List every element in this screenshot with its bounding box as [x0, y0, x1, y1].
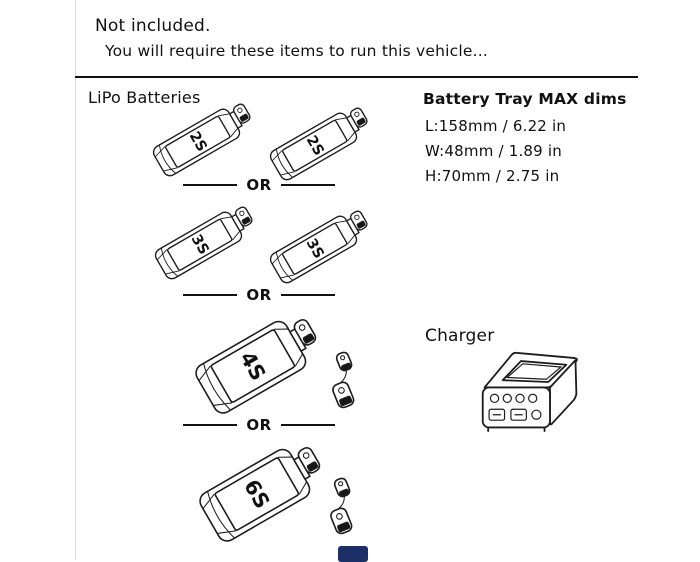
lipo-batteries-label: LiPo Batteries [88, 88, 201, 107]
battery-6s-illustration: 6S [199, 447, 321, 542]
brand-mark [338, 546, 368, 562]
requirement-note: You will require these items to run this… [105, 42, 489, 60]
loose-connector-illustration-1 [332, 351, 355, 409]
or-line-left [183, 294, 238, 296]
battery-tray-dims-title: Battery Tray MAX dims [423, 90, 627, 108]
or-line-right [280, 294, 335, 296]
header-divider [75, 76, 638, 78]
battery-2s-illustration-1: 2S [152, 103, 251, 177]
tray-dim-length: L:158mm / 6.22 in [425, 117, 567, 135]
or-label: OR [246, 286, 272, 304]
page-edge-line [75, 0, 76, 560]
tray-dim-width: W:48mm / 1.89 in [425, 142, 562, 160]
or-separator-1: OR [183, 176, 335, 194]
or-line-right [280, 424, 335, 426]
or-line-left [183, 424, 238, 426]
loose-connector-illustration-2 [330, 477, 353, 535]
battery-2s-illustration-2: 2S [269, 107, 368, 181]
or-label: OR [246, 416, 272, 434]
or-line-right [280, 184, 335, 186]
or-separator-2: OR [183, 286, 335, 304]
battery-3s-illustration-1: 3S [154, 206, 253, 280]
not-included-heading: Not included. [95, 16, 211, 36]
or-line-left [183, 184, 238, 186]
battery-3s-illustration-2: 3S [269, 210, 368, 284]
or-label: OR [246, 176, 272, 194]
or-separator-3: OR [183, 416, 335, 434]
charger-label: Charger [425, 326, 495, 346]
battery-4s-illustration: 4S [195, 319, 317, 414]
tray-dim-height: H:70mm / 2.75 in [425, 167, 560, 185]
charger-illustration [481, 351, 578, 433]
